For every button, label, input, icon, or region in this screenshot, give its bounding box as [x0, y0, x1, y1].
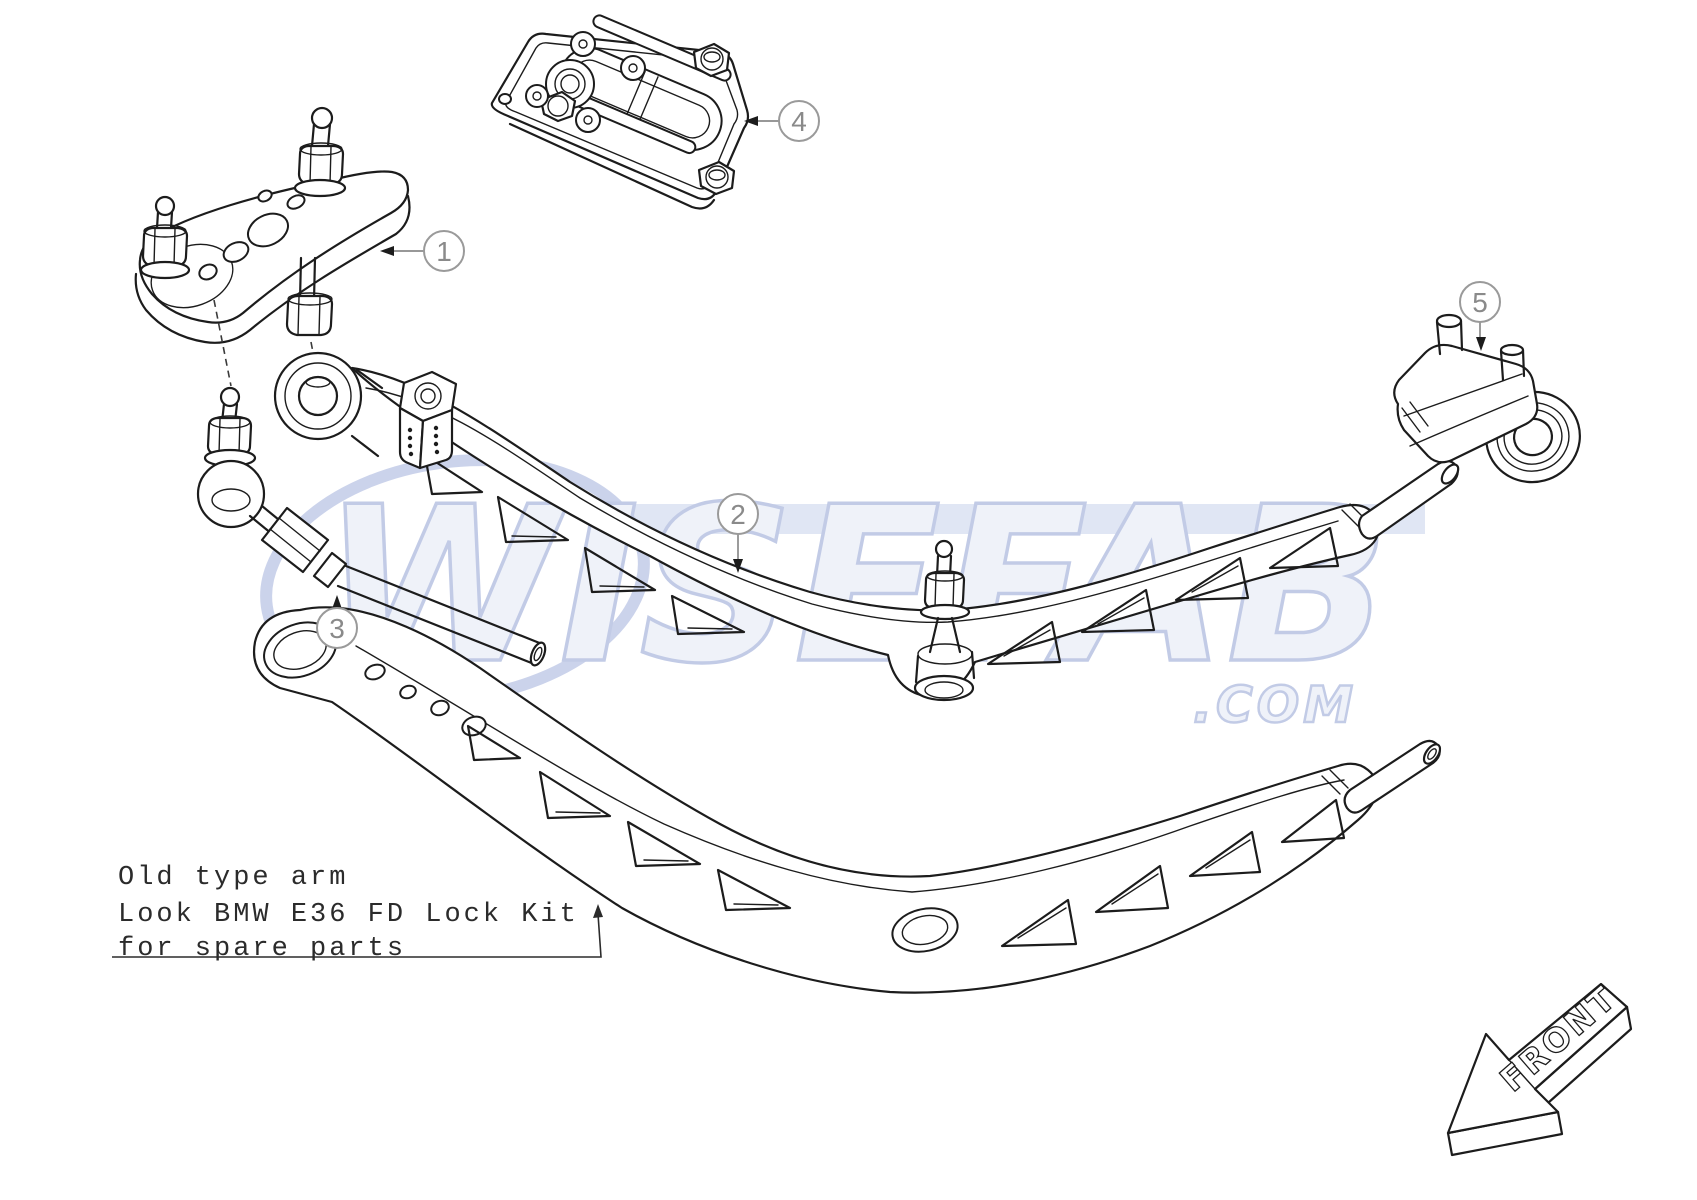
old-arm-cutouts: [466, 724, 1346, 948]
plate-hex-bolt-bottom: [697, 160, 736, 196]
callout-2-number: 2: [730, 499, 746, 530]
bracket-thickness-edge: [134, 194, 411, 344]
part-3-tie-rod: [196, 386, 547, 667]
plate-tab-hole: [498, 93, 512, 105]
callout-4-number: 4: [791, 106, 807, 137]
callout-1-number: 1: [436, 236, 452, 267]
note-line-3: for spare parts: [118, 934, 406, 964]
part-1-pivot-bracket: [134, 106, 411, 344]
note-line-2: Look BMW E36 FD Lock Kit: [118, 900, 579, 930]
callouts: 1 2 3 4 5: [316, 100, 1501, 649]
callout-2-balloon: [717, 493, 759, 535]
front-direction-arrow: FRONT: [1446, 977, 1633, 1157]
old-type-arm: [252, 606, 1442, 994]
plate-hex-bolt-small: [539, 90, 577, 123]
bracket-top-ball-stud: [293, 106, 347, 198]
plate-button-screws: [525, 31, 646, 133]
callout-2: 2: [717, 493, 759, 573]
callout-5: 5: [1459, 281, 1501, 351]
clevis-studs: [1435, 313, 1526, 382]
watermark-suffix: .COM: [1193, 676, 1357, 734]
callout-3: 3: [316, 595, 358, 649]
part-4-top-mount-plate: [490, 14, 750, 210]
callout-3-number: 3: [329, 613, 345, 644]
lock-arm-ball-joint: [913, 539, 976, 702]
note-line-1: Old type arm: [118, 863, 348, 893]
tie-rod-tube: [336, 564, 547, 667]
callout-4-balloon: [778, 100, 820, 142]
callout-1: 1: [380, 230, 465, 272]
plate-thickness-edge: [508, 122, 716, 210]
tie-rod-end-housing: [196, 459, 286, 536]
note-block: Old type arm Look BMW E36 FD Lock Kit fo…: [112, 863, 603, 964]
old-arm-tip-rod: [1321, 739, 1442, 814]
callout-3-balloon: [316, 607, 358, 649]
lock-arm-hex-adjuster: [398, 370, 458, 470]
old-arm-flange-line: [355, 645, 1345, 893]
bracket-left-ball-stud: [139, 195, 191, 280]
bracket-long-bolt: [285, 256, 334, 337]
old-arm-vertex-ring: [891, 907, 959, 953]
plate-inner-contour: [505, 42, 739, 190]
lock-arm-cutouts: [423, 453, 1340, 666]
callout-5-balloon: [1459, 281, 1501, 323]
dashed-guide-left: [213, 299, 232, 387]
part-5-rod-end-clevis: [1393, 313, 1581, 484]
callout-4: 4: [744, 100, 820, 142]
lock-arm-body: [350, 366, 1380, 698]
callout-1-balloon: [423, 230, 465, 272]
lock-arm-bearing: [273, 351, 384, 458]
callout-5-number: 5: [1472, 287, 1488, 318]
note-leader-line: [112, 913, 602, 958]
plate-hex-bolt-top: [692, 42, 731, 78]
note-leader-arrowhead: [593, 904, 603, 918]
lock-arm-flange-line: [365, 387, 1339, 624]
bracket-holes: [198, 189, 306, 281]
old-arm-small-holes: [364, 663, 487, 737]
tie-rod-jam-nut: [260, 506, 348, 589]
part-2-lock-arm: [273, 351, 1460, 702]
tie-rod-ball-stud: [203, 386, 257, 468]
front-arrow-top-face: [1446, 982, 1629, 1135]
